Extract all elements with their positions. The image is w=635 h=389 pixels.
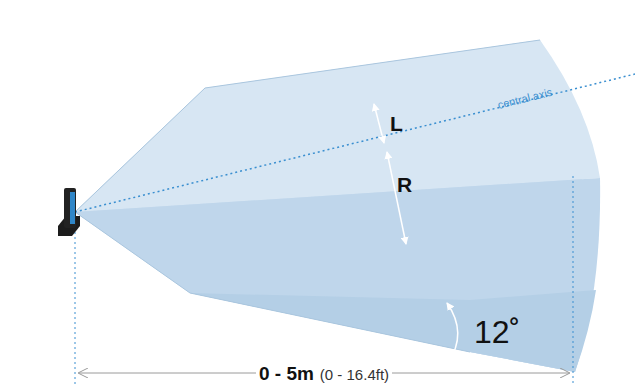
l-arrow xyxy=(374,104,384,143)
sensor-device xyxy=(58,188,80,236)
extension-line xyxy=(573,176,574,385)
cone-edges xyxy=(75,40,540,352)
dimension-letter: L xyxy=(390,113,403,134)
angle-label: 12˚ xyxy=(474,316,520,348)
angle-arc xyxy=(447,303,458,363)
extension-line xyxy=(75,222,76,385)
cone-lower-facet xyxy=(190,290,596,372)
r-arrow xyxy=(387,152,406,244)
range-imperial: (0 - 16.4ft) xyxy=(317,367,392,382)
range-metric: 0 - 5m xyxy=(256,364,317,383)
dimension-letter: R xyxy=(397,174,412,195)
central-axis-line xyxy=(75,74,635,212)
cone-bottom-face xyxy=(75,178,600,372)
